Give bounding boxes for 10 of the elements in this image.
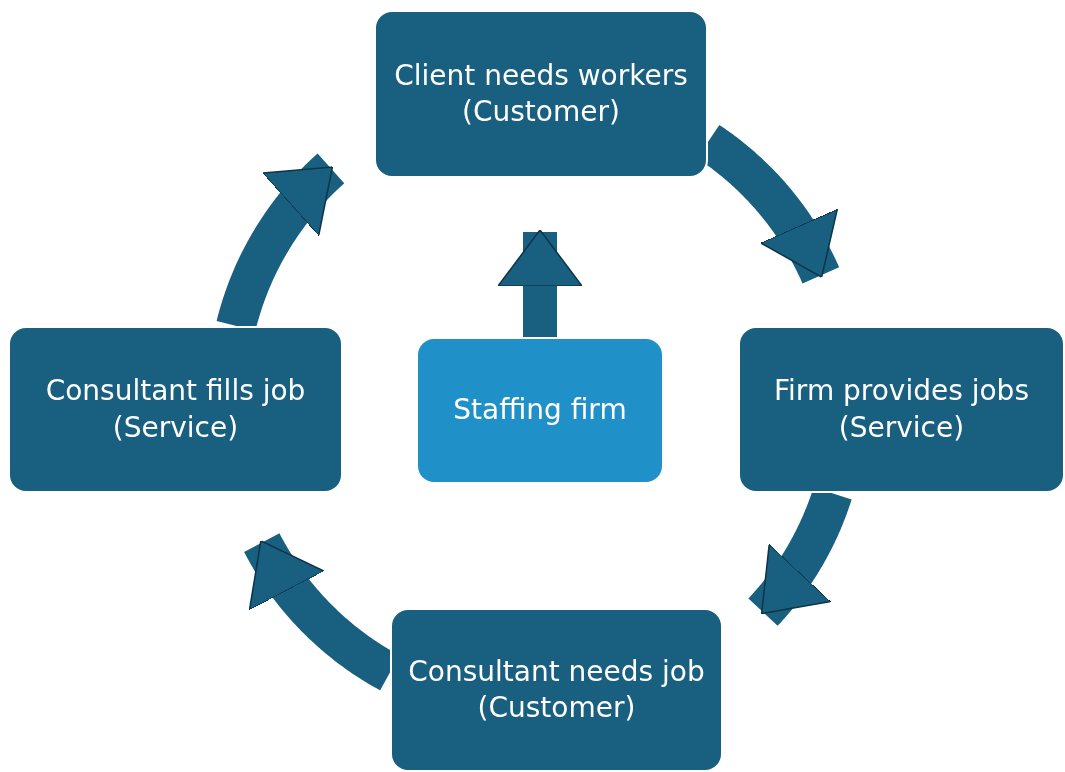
node-label: Staffing firm [453,392,627,429]
node-label: Consultant needs job (Customer) [407,653,706,726]
node-label: Firm provides jobs (Service) [773,373,1030,446]
node-label: Client needs workers (Customer) [393,57,689,130]
center-box [416,337,664,484]
process-box [738,326,1065,493]
process-box [374,10,708,178]
process-box [390,608,723,772]
process-box [8,326,343,493]
node-label: Consultant fills job (Service) [44,373,307,446]
